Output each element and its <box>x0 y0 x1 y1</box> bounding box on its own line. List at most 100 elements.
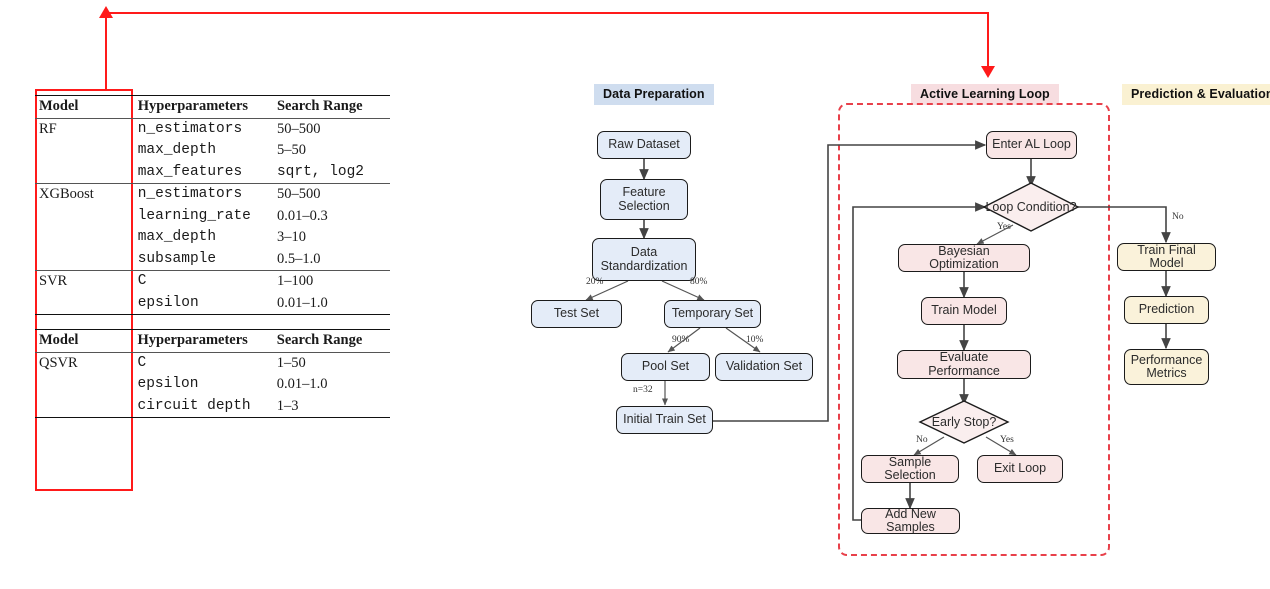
cell-param: circuit depth <box>137 397 251 414</box>
cell-model-empty <box>35 374 138 396</box>
section-label-prediction-evaluation: Prediction & Evaluation <box>1122 84 1270 105</box>
cell-param: learning_rate <box>137 207 251 224</box>
cell-range: 5–50 <box>276 142 306 158</box>
node-evaluate-performance[interactable]: Evaluate Performance <box>897 350 1031 379</box>
edge-label-loop-no: No <box>1172 212 1184 222</box>
header-hyperparameters: Hyperparameters <box>137 329 277 352</box>
highlight-connector-horizontal <box>105 12 989 15</box>
cell-model: XGBoost <box>35 183 138 206</box>
node-loop-condition[interactable]: Loop Condition? <box>984 183 1078 231</box>
cell-param: max_depth <box>137 229 217 245</box>
cell-param: n_estimators <box>137 117 277 140</box>
node-temporary-set[interactable]: Temporary Set <box>664 300 761 328</box>
cell-range: 0.01–0.3 <box>276 207 328 224</box>
table-row: circuit depth 1–3 <box>35 396 390 418</box>
highlight-connector-vertical-left <box>105 14 108 90</box>
cell-param: epsilon <box>137 376 199 392</box>
hyperparameter-table-quantum: Model Hyperparameters Search Range QSVR … <box>35 329 390 420</box>
table-bottom-rule <box>35 417 390 420</box>
hyperparameter-table-classical: Model Hyperparameters Search Range RF n_… <box>35 95 390 317</box>
node-bayesian-optimization[interactable]: Bayesian Optimization <box>898 244 1030 272</box>
edge-label-loop-yes: Yes <box>997 222 1011 232</box>
node-performance-metrics[interactable]: Performance Metrics <box>1124 349 1209 385</box>
table-row: RF n_estimators 50–500 <box>35 117 390 140</box>
cell-model-empty <box>35 293 138 315</box>
node-validation-set[interactable]: Validation Set <box>715 353 813 381</box>
cell-range: 0.5–1.0 <box>276 250 321 267</box>
active-learning-loop-container <box>838 103 1110 556</box>
table-row: QSVR C 1–50 <box>35 351 390 374</box>
cell-param: C <box>137 351 277 374</box>
header-search-range: Search Range <box>276 329 390 352</box>
cell-range: 1–50 <box>276 351 390 374</box>
node-data-standardization-line2: Standardization <box>600 258 688 273</box>
node-test-set[interactable]: Test Set <box>531 300 622 328</box>
edge-label-stop-no: No <box>916 435 928 445</box>
cell-range: 3–10 <box>276 229 306 245</box>
node-performance-metrics-line1: Performance <box>1130 352 1203 367</box>
cell-range: 1–100 <box>276 270 390 293</box>
table-row: learning_rate 0.01–0.3 <box>35 206 390 228</box>
cell-range: sqrt, log2 <box>276 163 364 180</box>
cell-model: QSVR <box>35 351 138 374</box>
node-prediction[interactable]: Prediction <box>1124 296 1209 324</box>
header-model: Model <box>35 329 138 352</box>
cell-range: 0.01–1.0 <box>276 294 328 311</box>
node-data-standardization-line1: Data <box>630 245 658 259</box>
edge-label-stop-yes: Yes <box>1000 435 1014 445</box>
cell-model-empty <box>35 206 138 228</box>
cell-model: RF <box>35 117 138 140</box>
node-raw-dataset[interactable]: Raw Dataset <box>597 131 691 159</box>
header-search-range: Search Range <box>276 95 390 118</box>
table-row: subsample 0.5–1.0 <box>35 249 390 271</box>
header-model: Model <box>35 95 138 118</box>
table-row: max_depth 3–10 <box>35 227 390 249</box>
table-row: max_depth 5–50 <box>35 140 390 162</box>
cell-param: max_features <box>137 163 243 180</box>
table-header-row: Model Hyperparameters Search Range <box>35 95 390 118</box>
table-row: SVR C 1–100 <box>35 270 390 293</box>
highlight-arrowhead-up <box>99 6 113 18</box>
cell-model-empty <box>35 249 138 271</box>
edge-label-initial-n: n=32 <box>633 385 653 395</box>
cell-range: 50–500 <box>276 183 390 206</box>
cell-range: 1–3 <box>276 397 299 414</box>
cell-param: subsample <box>137 250 217 267</box>
section-label-active-learning: Active Learning Loop <box>911 84 1059 105</box>
cell-param: n_estimators <box>137 183 277 206</box>
node-early-stop[interactable]: Early Stop? <box>920 401 1008 443</box>
node-add-new-samples[interactable]: Add New Samples <box>861 507 960 534</box>
node-feature-selection[interactable]: Feature Selection <box>600 179 688 220</box>
cell-model-empty <box>35 227 138 249</box>
cell-param: C <box>137 270 277 293</box>
cell-range: 50–500 <box>276 117 390 140</box>
table-row: epsilon 0.01–1.0 <box>35 293 390 315</box>
section-label-data-preparation: Data Preparation <box>594 84 714 105</box>
cell-model-empty <box>35 396 138 418</box>
node-performance-metrics-line2: Metrics <box>1146 366 1187 380</box>
node-early-stop-label: Early Stop? <box>931 415 997 429</box>
node-feature-selection-line2: Selection <box>618 198 670 213</box>
node-data-standardization[interactable]: Data Standardization <box>592 238 696 281</box>
node-enter-al-loop[interactable]: Enter AL Loop <box>986 131 1077 159</box>
edge-label-pool-split: 90% <box>672 335 690 345</box>
header-hyperparameters: Hyperparameters <box>137 95 277 118</box>
edge-label-val-split: 10% <box>746 335 764 345</box>
cell-param: max_depth <box>137 142 217 158</box>
table-header-row: Model Hyperparameters Search Range <box>35 329 390 352</box>
highlight-connector-vertical-right <box>987 12 990 74</box>
node-train-model[interactable]: Train Model <box>921 297 1007 325</box>
node-train-final-model[interactable]: Train Final Model <box>1117 243 1216 271</box>
node-exit-loop[interactable]: Exit Loop <box>977 455 1063 483</box>
node-pool-set[interactable]: Pool Set <box>621 353 710 381</box>
node-feature-selection-line1: Feature <box>622 185 666 199</box>
node-loop-condition-label: Loop Condition? <box>985 200 1077 214</box>
highlight-arrowhead-down <box>981 66 995 78</box>
hyperparameter-tables: Model Hyperparameters Search Range RF n_… <box>35 95 395 420</box>
table-row: max_features sqrt, log2 <box>35 162 390 184</box>
table-row: epsilon 0.01–1.0 <box>35 374 390 396</box>
node-sample-selection[interactable]: Sample Selection <box>861 455 959 483</box>
table-bottom-rule <box>35 314 390 317</box>
node-initial-train-set[interactable]: Initial Train Set <box>616 406 713 434</box>
